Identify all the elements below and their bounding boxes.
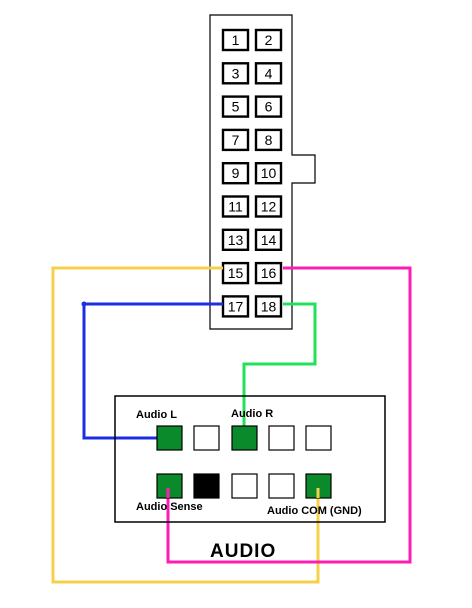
pin-number: 9 <box>232 165 240 181</box>
pad <box>268 425 295 451</box>
pin-10: 10 <box>254 161 283 185</box>
pin-box <box>254 95 283 118</box>
pin-box <box>221 95 250 118</box>
pin-9: 9 <box>221 161 250 185</box>
pin-13: 13 <box>221 228 250 252</box>
pin-number: 8 <box>265 132 273 148</box>
pin-number: 2 <box>265 32 273 48</box>
pin-number: 11 <box>228 199 243 215</box>
pin-2: 2 <box>254 28 283 52</box>
audio-connector: Audio L Audio R Audio Sense Audio COM (G… <box>114 395 386 523</box>
audio-connector-outline <box>114 395 386 523</box>
pin-box <box>221 128 250 152</box>
pad <box>193 425 220 451</box>
blue-wire-end <box>81 301 87 307</box>
pad <box>231 473 258 499</box>
pin-3: 3 <box>221 62 250 85</box>
wires <box>51 266 412 584</box>
pin-number: 4 <box>265 65 273 81</box>
pin-box <box>221 62 250 85</box>
pink-wire <box>166 266 412 564</box>
pin-number: 16 <box>261 265 277 281</box>
pin-16: 16 <box>254 261 283 285</box>
pin-11: 11 <box>221 195 250 218</box>
pin-6: 6 <box>254 95 283 118</box>
pin-number: 17 <box>228 298 244 314</box>
pin-box <box>254 28 283 52</box>
pin-number: 3 <box>232 65 240 81</box>
yellow-wire <box>51 266 320 584</box>
pin-12: 12 <box>254 195 283 218</box>
pin-8: 8 <box>254 128 283 152</box>
pin-box <box>254 228 283 252</box>
pad <box>305 425 332 451</box>
pin-box <box>254 261 283 285</box>
audio-l-label: Audio L <box>136 409 177 421</box>
pin-number: 18 <box>261 298 277 314</box>
pin-number: 7 <box>232 132 240 148</box>
pin-18: 18 <box>254 295 283 318</box>
pad-key-black <box>193 473 220 499</box>
pin-4: 4 <box>254 62 283 85</box>
audio-r-label: Audio R <box>231 408 273 420</box>
pin-box <box>221 161 250 185</box>
pin-15: 15 <box>221 261 250 285</box>
pin-box <box>254 128 283 152</box>
pad <box>268 473 295 499</box>
pin-number: 12 <box>261 199 277 215</box>
pin-number: 14 <box>261 232 277 248</box>
pin-14: 14 <box>254 228 283 252</box>
pin-1: 1 <box>221 28 250 52</box>
pin-7: 7 <box>221 128 250 152</box>
pin-box <box>254 295 283 318</box>
pin-number: 15 <box>228 265 244 281</box>
pad-audio-r <box>231 425 258 451</box>
pin-number: 5 <box>232 99 240 115</box>
audio-com-label: Audio COM (GND) <box>267 505 362 517</box>
blue-wire <box>82 302 223 440</box>
pin-number: 13 <box>228 232 244 248</box>
pin-number: 6 <box>265 99 273 115</box>
pin-box <box>221 261 250 285</box>
pin-box <box>254 62 283 85</box>
pin-box <box>221 295 250 318</box>
green-wire <box>242 302 317 438</box>
pin-17: 17 <box>221 295 250 318</box>
pin-number: 10 <box>261 165 277 181</box>
pin-box <box>254 161 283 185</box>
pin-number: 1 <box>232 32 240 48</box>
pin-box <box>254 195 283 218</box>
pin-box <box>221 195 250 218</box>
pin-box <box>221 28 250 52</box>
pin-5: 5 <box>221 95 250 118</box>
audio-title: AUDIO <box>210 541 276 562</box>
pin-box <box>221 228 250 252</box>
audio-sense-label: Audio Sense <box>136 501 203 513</box>
pad-audio-l <box>156 425 183 451</box>
